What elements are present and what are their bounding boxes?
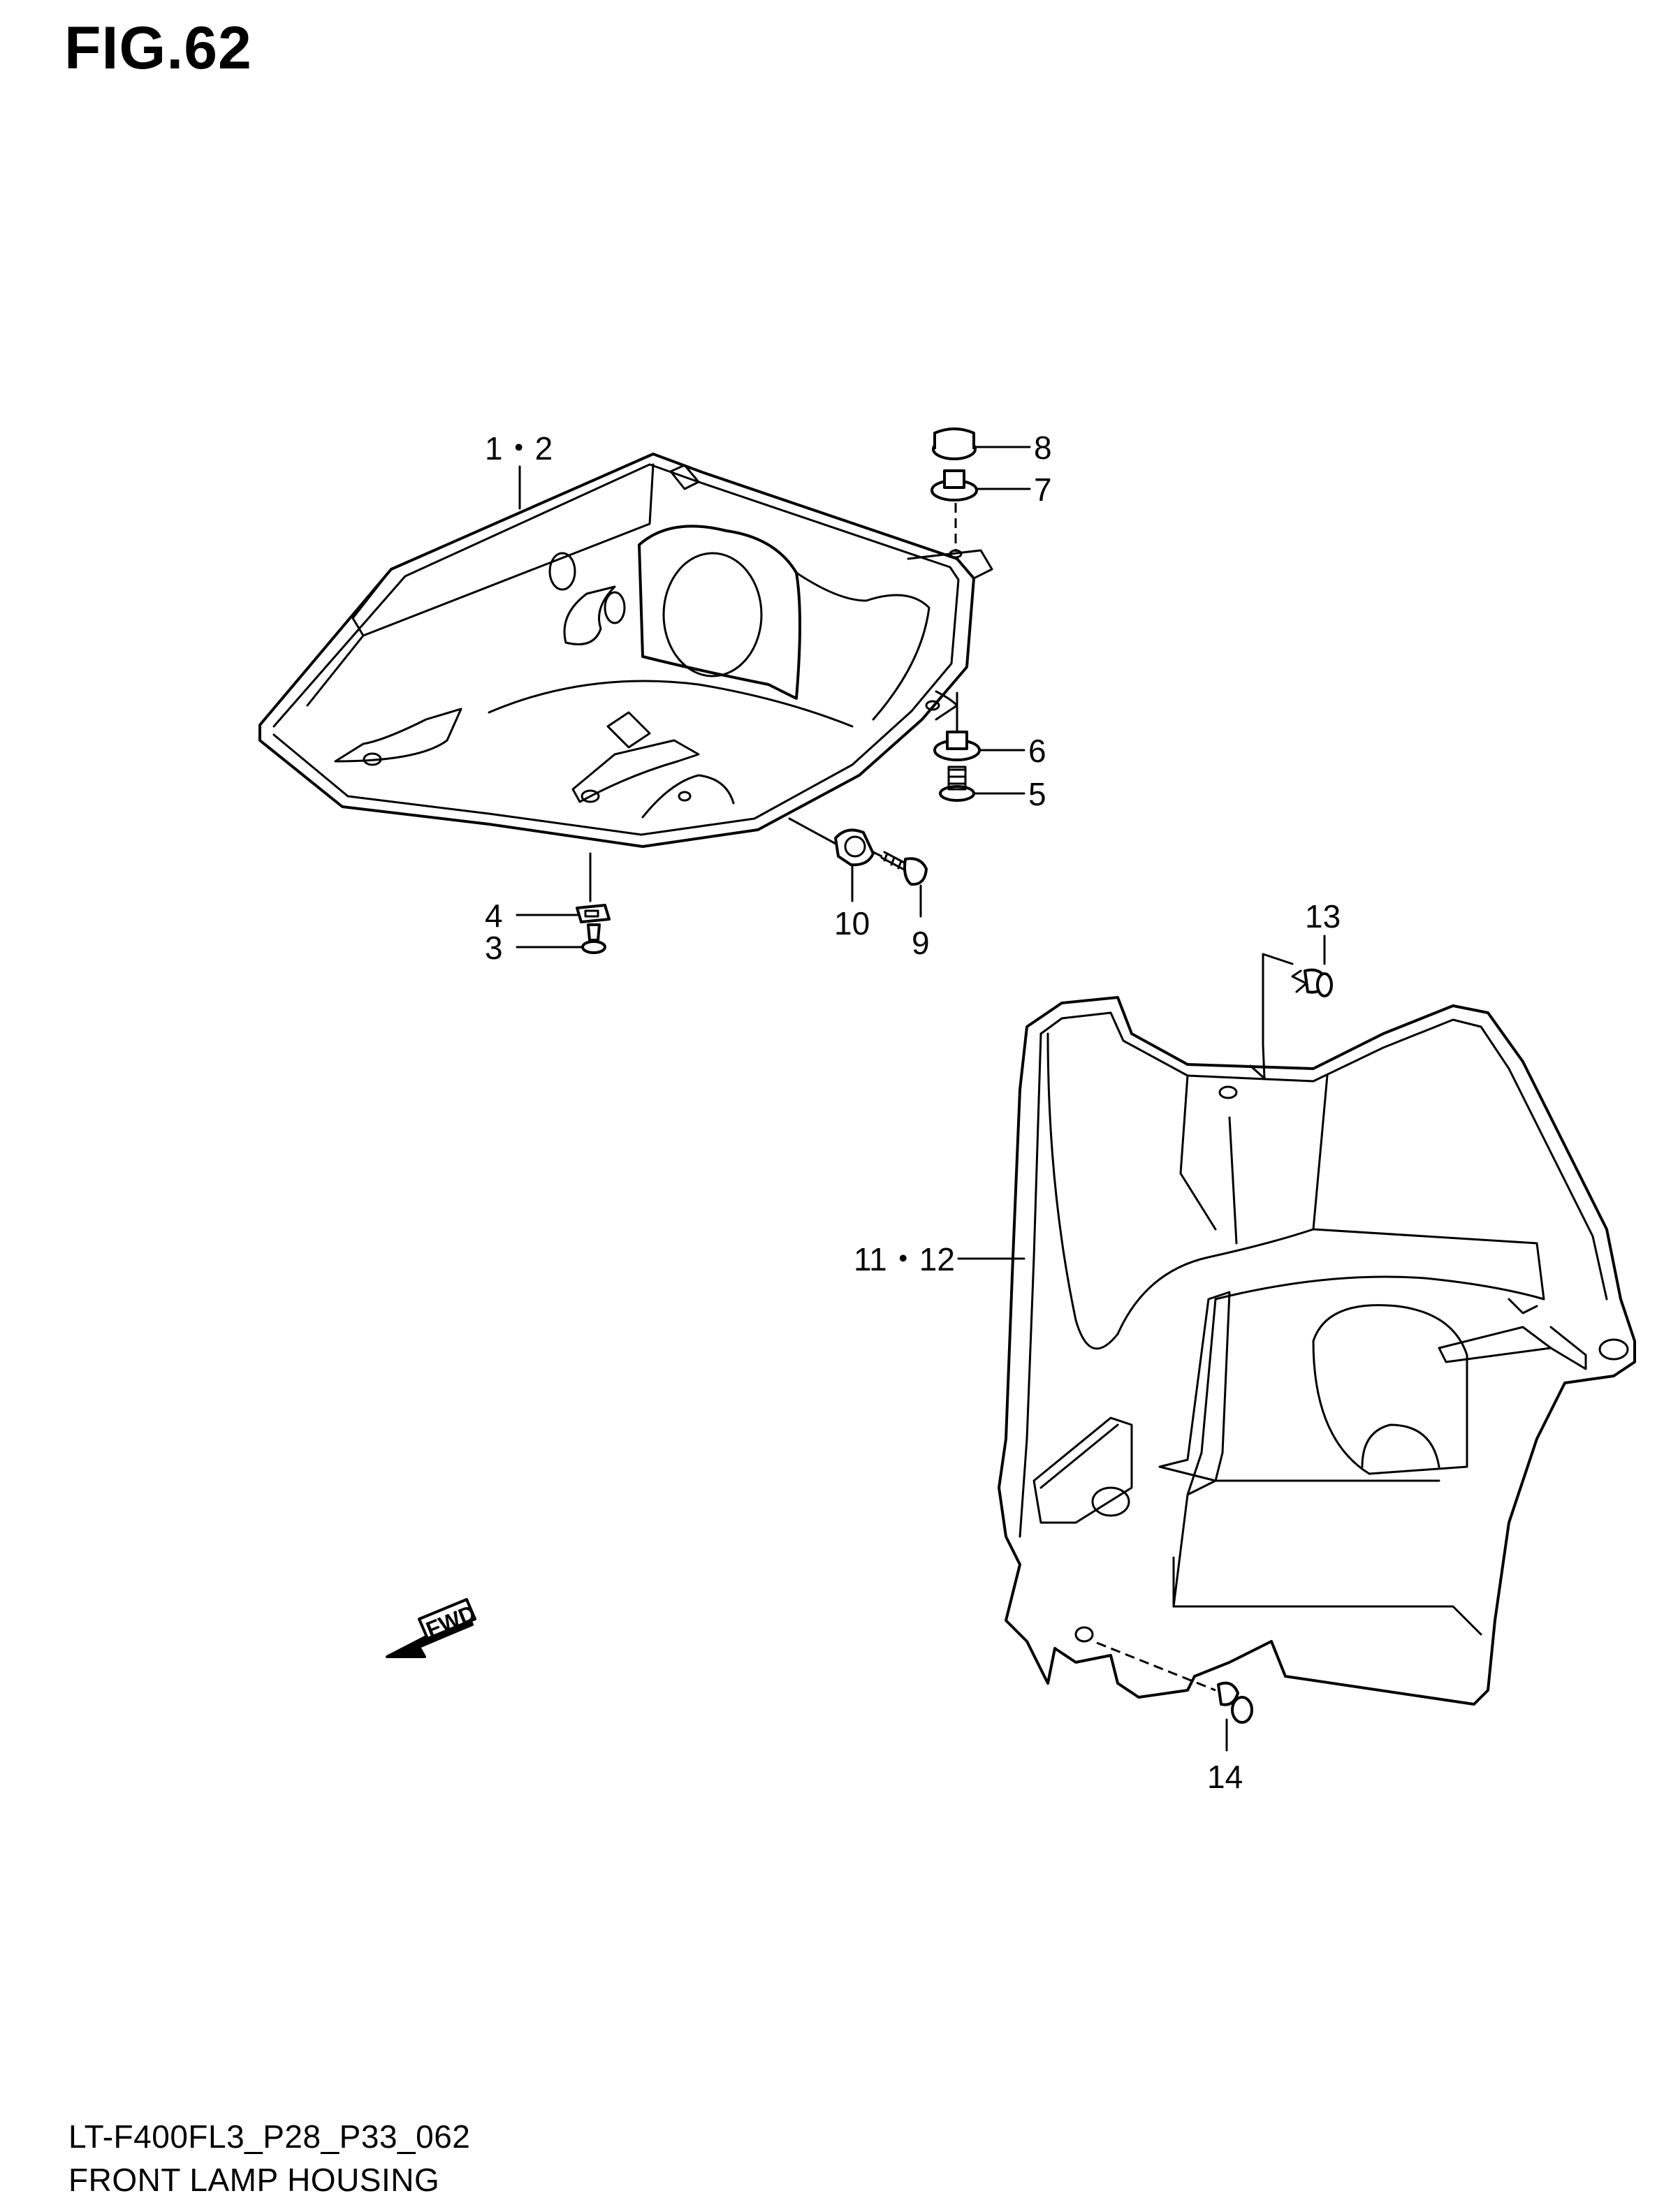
callout-3: 3 [485, 930, 503, 966]
figure-title: FIG.62 [64, 15, 252, 82]
fwd-arrow-icon: FWD [386, 1598, 479, 1658]
bolt-9-icon [880, 851, 928, 886]
callout-14: 14 [1207, 1759, 1243, 1795]
callout-13: 13 [1305, 898, 1341, 935]
screw-5-icon [939, 766, 975, 802]
callout-1-2: 1・2 [485, 430, 553, 467]
callout-5: 5 [1028, 776, 1046, 812]
screw-3-icon [581, 923, 606, 954]
callout-6: 6 [1028, 733, 1046, 769]
clip-13-icon [1291, 968, 1333, 997]
figure-name: FRONT LAMP HOUSING [68, 2162, 440, 2198]
callout-8: 8 [1034, 430, 1052, 466]
callout-11-12: 11・12 [854, 1241, 955, 1277]
callout-9: 9 [912, 925, 930, 961]
callout-10: 10 [834, 905, 870, 942]
collar-7-icon [930, 469, 978, 501]
nut-4-icon [576, 904, 611, 923]
callout-4: 4 [485, 898, 503, 934]
cushion-10-icon [834, 828, 875, 867]
front-lamp-housing-lower [998, 996, 1636, 1706]
front-lamp-housing-upper [258, 453, 993, 848]
figure-code: LT-F400FL3_P28_P33_062 [68, 2118, 471, 2155]
collar-6-icon [933, 731, 981, 761]
callout-7: 7 [1034, 471, 1052, 508]
grommet-8-icon [932, 427, 977, 460]
clip-14-icon [1217, 1681, 1253, 1724]
